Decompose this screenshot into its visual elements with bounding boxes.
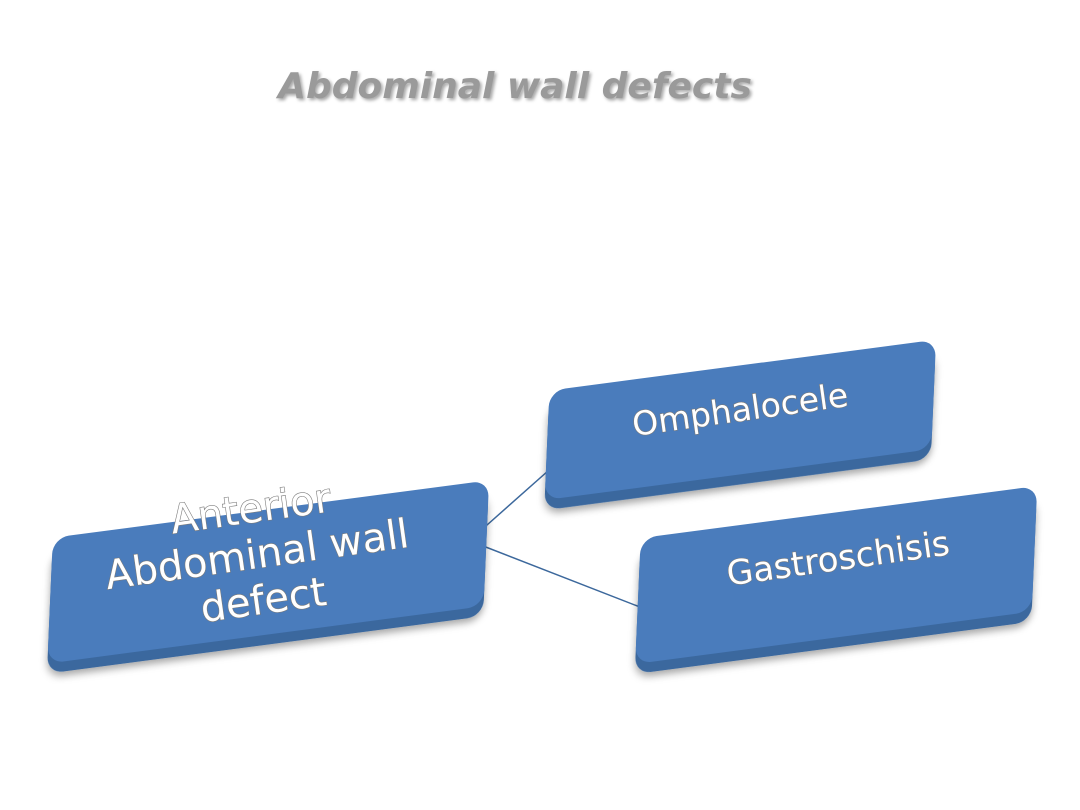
node-root-line-3: defect [198,569,330,632]
node-omphalocele: Omphalocele [544,341,936,509]
node-anterior-abdominal-wall-defect: Anterior Abdominal wall defect [47,475,489,672]
node-gastroschisis: Gastroschisis [635,487,1037,673]
slide-title: Abdominal wall defects [278,66,752,107]
connector-root-gastroschisis [477,543,646,610]
